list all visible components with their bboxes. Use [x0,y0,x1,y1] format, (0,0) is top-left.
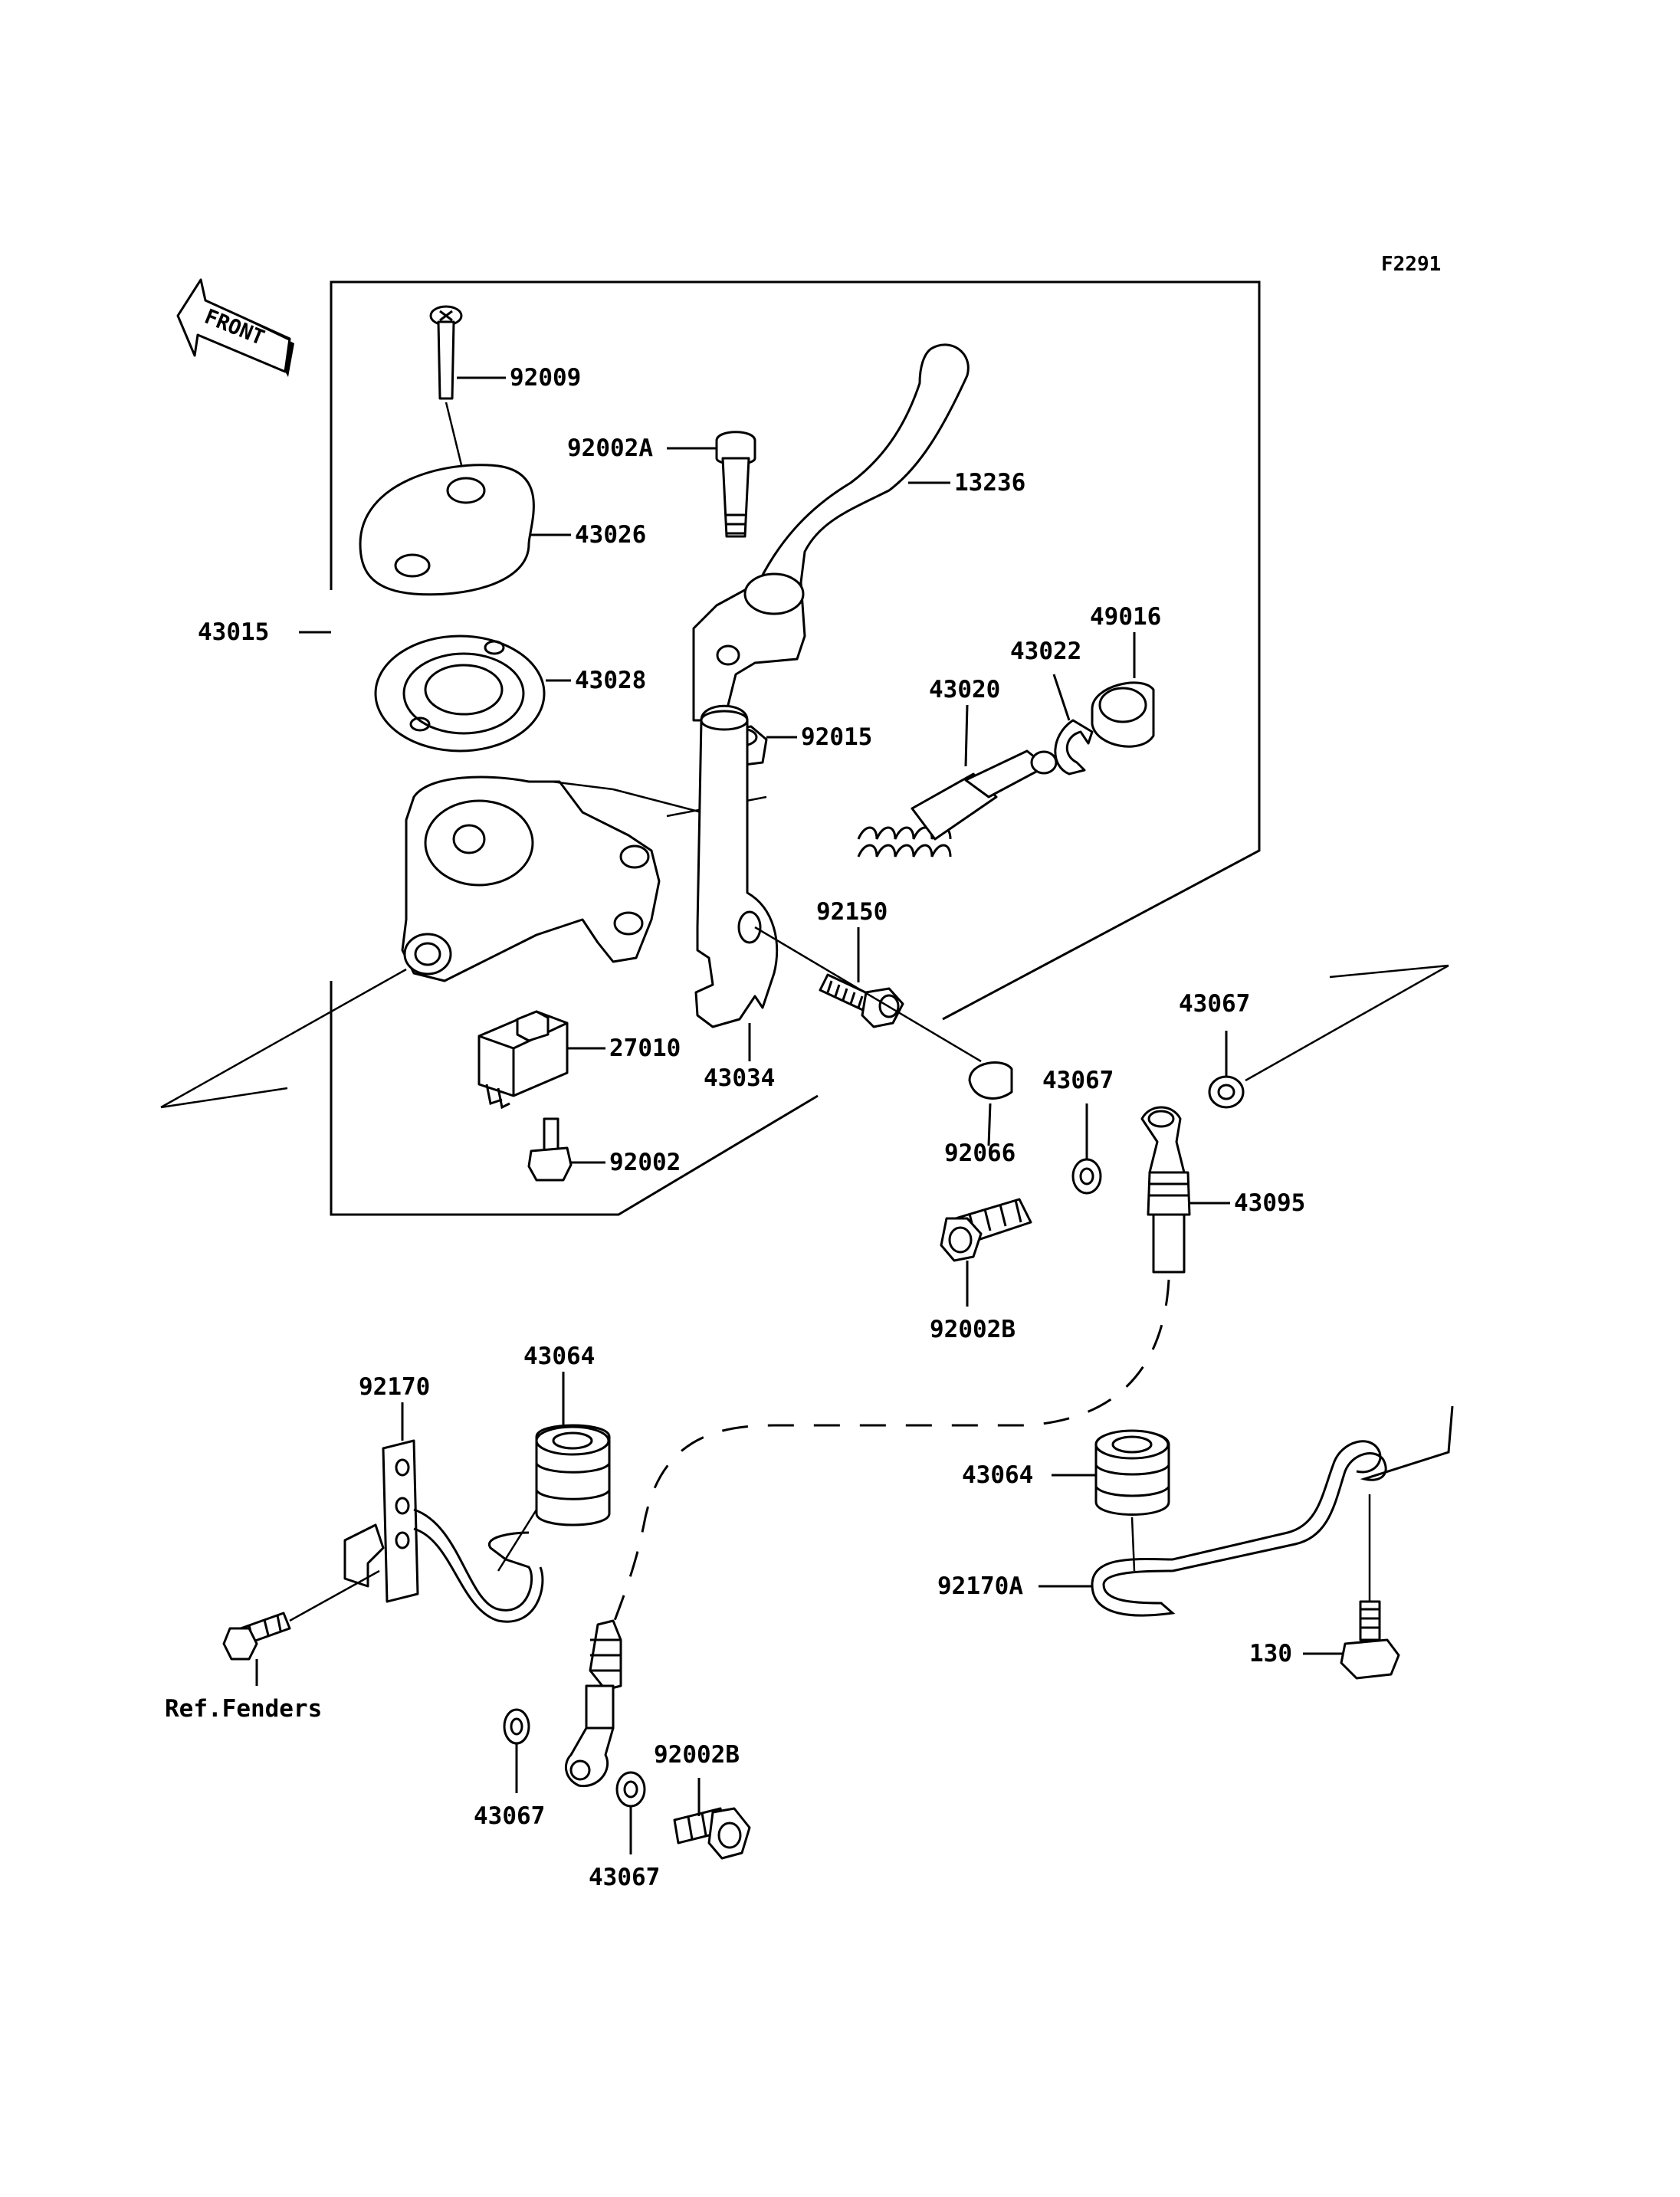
part-13236-lever [692,343,970,722]
part-43067-washer-d [615,1771,646,1854]
part-92170-bracket [343,1402,544,1623]
part-92002A-pivot-bolt [667,431,756,538]
label-92066: 92066 [944,1139,1016,1167]
part-92009-screw [429,305,506,472]
part-43028-diaphragm [374,635,571,753]
label-ref-fenders: Ref.Fenders [165,1695,322,1723]
part-43020-piston [857,704,1058,857]
label-43064-a: 43064 [523,1343,595,1370]
part-92002B-bolt-b [673,1778,751,1860]
part-43067-washer-a [1208,964,1449,1109]
part-43067-washer-b [1071,1103,1102,1195]
label-43034: 43034 [704,1064,775,1092]
part-43022-circlip [1052,674,1094,776]
label-130: 130 [1249,1640,1292,1667]
leader-lines-left [160,968,407,1109]
part-43064-grommet-a [535,1372,611,1526]
part-27010-switch [477,1010,605,1110]
label-43028: 43028 [575,667,646,694]
part-43064-grommet-b [1052,1429,1170,1572]
label-43067-a: 43067 [1179,990,1250,1018]
label-43067-c: 43067 [474,1802,545,1830]
label-43022: 43022 [1010,638,1081,665]
part-43026-cap [359,464,571,596]
diagram-code: F2291 [1381,253,1441,276]
part-92002-screw [527,1117,605,1182]
label-92002A: 92002A [567,434,653,462]
front-arrow-icon: FRONT [176,278,294,377]
label-13236: 13236 [954,469,1025,497]
label-92015: 92015 [801,723,872,751]
part-master-cylinder-body [401,776,767,982]
label-43095: 43095 [1234,1189,1305,1217]
part-92002B-bolt-a [940,1198,1032,1307]
label-92002: 92002 [609,1149,681,1176]
label-92170A: 92170A [937,1572,1023,1600]
assembly-outline [299,280,1261,1216]
part-fender-bolt [222,1569,380,1686]
label-92170: 92170 [359,1373,430,1401]
part-43067-washer-c [503,1708,530,1793]
part-92150-bolt [754,926,982,1063]
label-43020: 43020 [929,676,1000,703]
label-43067-b: 43067 [1042,1067,1114,1094]
part-130-bolt [1303,1494,1400,1680]
label-49016: 49016 [1090,603,1161,631]
label-27010: 27010 [609,1035,681,1062]
part-43034-clamp [694,704,779,1061]
label-92002B-a: 92002B [930,1316,1016,1343]
label-43064-b: 43064 [962,1461,1033,1489]
label-92150: 92150 [816,898,888,926]
label-43015: 43015 [198,618,269,646]
part-92066-cap [968,1061,1013,1146]
part-49016-boot [1091,632,1155,748]
label-43067-d: 43067 [589,1864,660,1891]
part-43095-hose [612,1106,1230,1625]
label-43026: 43026 [575,521,646,549]
part-lower-hose-end [564,1619,622,1788]
part-92170A-bracket [1039,1405,1454,1617]
label-92002B-b: 92002B [654,1741,740,1769]
label-92009: 92009 [510,364,581,392]
